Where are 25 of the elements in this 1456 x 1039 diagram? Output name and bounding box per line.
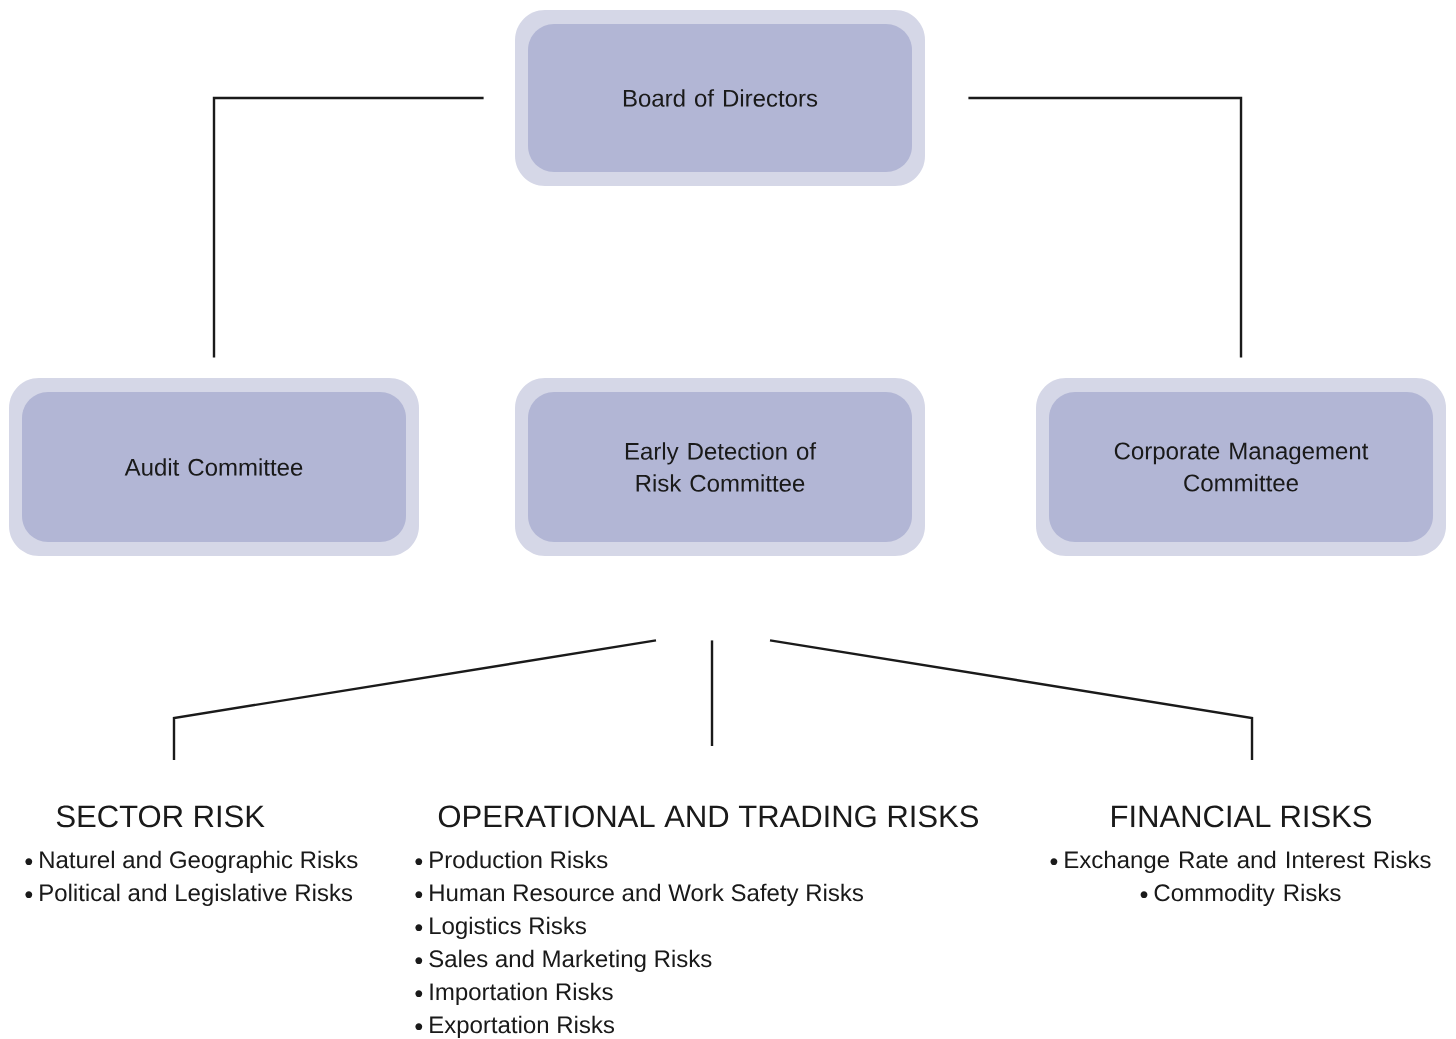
connector-line (172, 639, 657, 760)
node-label: FINANCIAL RISKS (1112, 805, 1372, 828)
node-label: Production Risks (430, 850, 608, 869)
connector-line (212, 96, 484, 358)
node-label: Naturel and Geographic Risks (40, 850, 358, 874)
risk-list: FINANCIAL RISKS Exchange Rate and Interest Risks Commodity Risks (1050, 805, 1431, 907)
node-label: Exchange Rate and Interest Risks (1065, 850, 1431, 874)
process-box: Corporate Management Committee (1036, 378, 1446, 556)
node-label: Importation Risks (430, 982, 613, 1006)
node-label: SECTOR RISK (56, 805, 265, 828)
node-label: OPERATIONAL AND TRADING RISKS (438, 805, 978, 828)
node-label: Human Resource and Work Safety Risks (430, 883, 864, 907)
node-label: Exportation Risks (430, 1015, 615, 1039)
risk-list: SECTOR RISK Naturel and Geographic Risks Political and Legislative Risks (25, 805, 358, 907)
process-box: Board of Directors (515, 10, 925, 186)
node-label: Logistics Risks (430, 916, 587, 940)
node-label: Political and Legislative Risks (40, 883, 353, 907)
connector-line (968, 96, 1243, 358)
node-label: Commodity Risks (1154, 883, 1341, 907)
node-label: Sales and Marketing Risks (429, 949, 712, 973)
risk-list: OPERATIONAL AND TRADING RISKS Production Risks Human Resource and Work Safety Risks Logistics Risks Sales and Marketing Risks Importation Risks Exportation Risks (415, 805, 978, 1039)
process-box: Early Detection of Risk Committee (515, 378, 925, 556)
process-box: Audit Committee (9, 378, 419, 556)
connector-line (710, 640, 714, 746)
connector-line (769, 639, 1254, 760)
